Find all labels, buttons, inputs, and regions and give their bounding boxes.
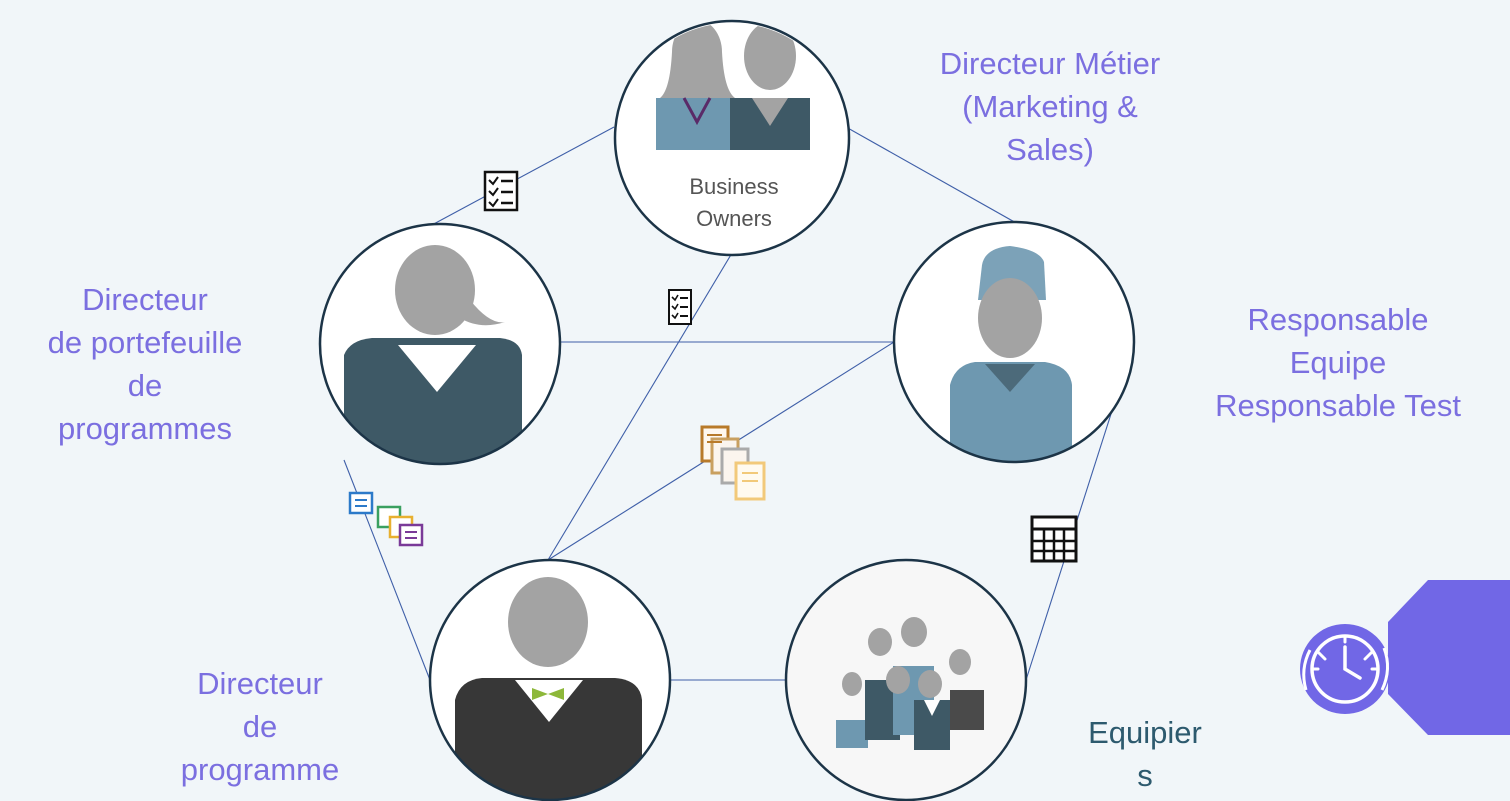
corner-tab[interactable] (1300, 580, 1510, 735)
portfolio-director-node (318, 222, 562, 466)
grid-table-icon (1030, 515, 1078, 563)
team-members-icon (836, 617, 984, 750)
checklist-icon (483, 170, 519, 212)
connector-owners-program (547, 252, 733, 561)
connector-owners-teamlead (845, 126, 1019, 225)
team-lead-node (892, 220, 1136, 464)
label-directeur-metier: Directeur Métier (Marketing & Sales) (939, 46, 1161, 167)
business-owners-caption-line1: Business (689, 174, 778, 199)
business-owners-caption-line2: Owners (696, 206, 772, 231)
checklist-icon (668, 289, 692, 325)
business-owners-icon: Business Owners (656, 23, 810, 231)
label-directeur-portefeuille: Directeur de portefeuille de programmes (47, 282, 243, 446)
business-owners-node: Business Owners (613, 19, 851, 257)
team-lead-icon (950, 246, 1072, 462)
label-equipiers: Equipier s (1088, 715, 1202, 793)
label-responsable: Responsable Equipe Responsable Test (1215, 302, 1461, 423)
label-directeur-programme: Directeur de programme (180, 666, 340, 787)
program-director-icon (455, 577, 642, 800)
connector-owners-portfolio (429, 126, 615, 227)
documents-stack-icon (348, 491, 424, 547)
program-director-node (428, 558, 672, 801)
portfolio-director-icon (344, 245, 522, 464)
team-members-node (784, 558, 1028, 801)
clock-gear-icon (1300, 624, 1390, 714)
documents-stack-icon (700, 425, 766, 501)
